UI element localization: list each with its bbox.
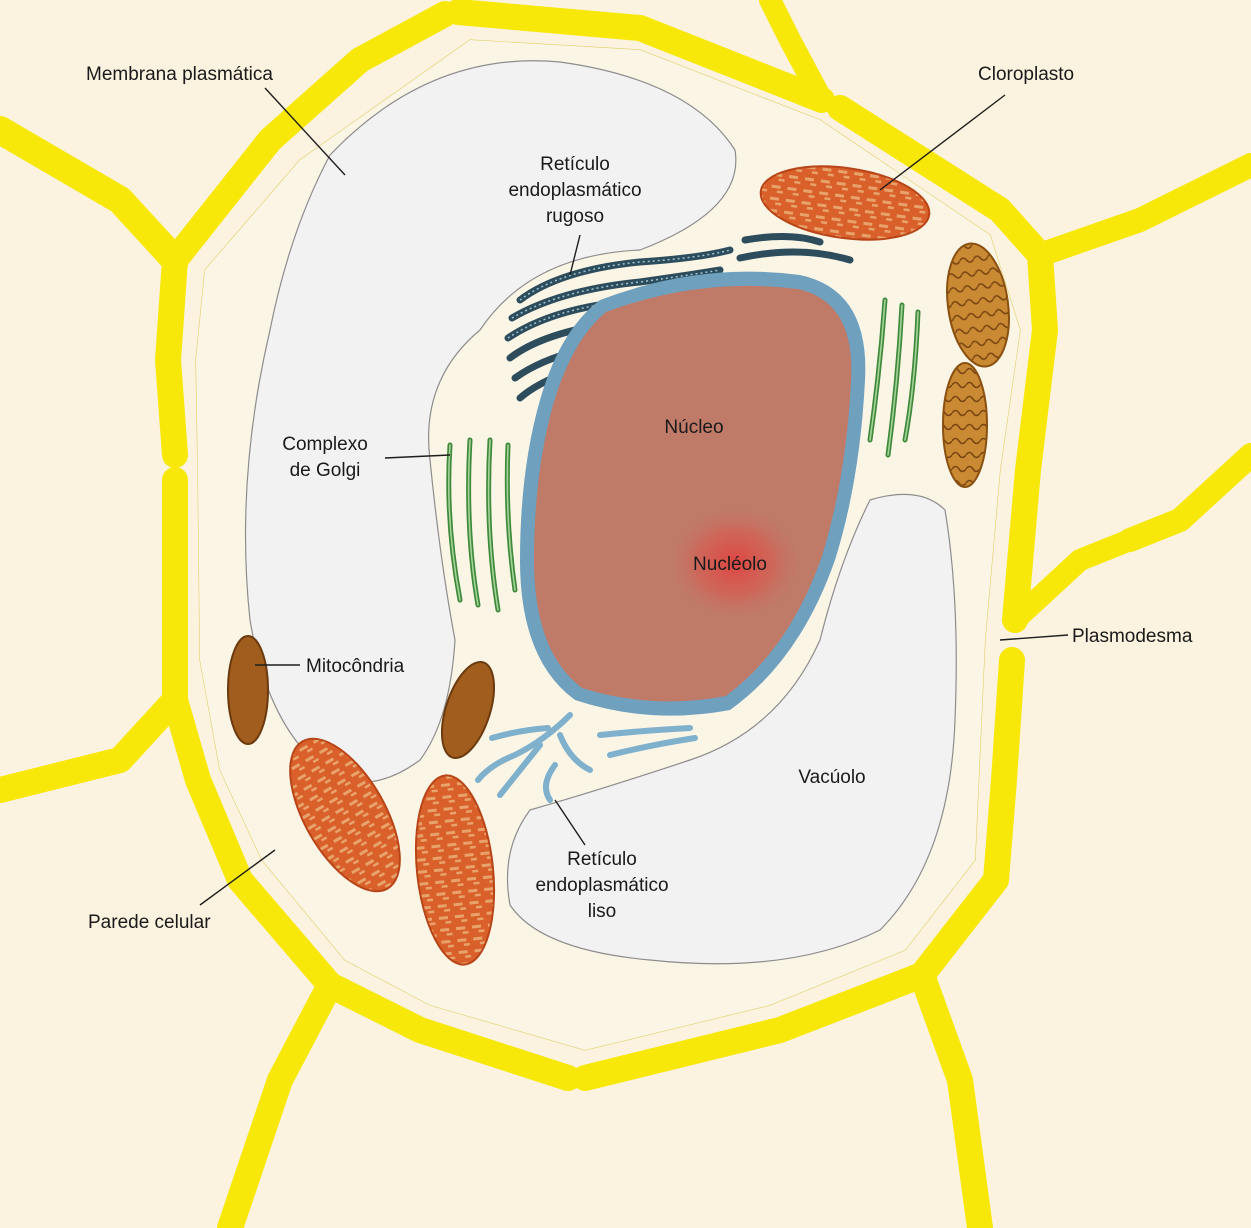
label-membrana-plasmatica: Membrana plasmática [86,64,273,85]
label-parede-celular: Parede celular [88,912,211,933]
label-reticulo-liso-2: endoplasmático [535,875,668,896]
label-reticulo-rugoso-2: endoplasmático [508,180,641,201]
label-reticulo-liso-3: liso [588,901,617,922]
label-mitocondria: Mitocôndria [306,656,405,677]
label-plasmodesma: Plasmodesma [1072,626,1193,647]
label-vacuolo: Vacúolo [798,767,865,788]
label-cloroplasto: Cloroplasto [978,64,1074,85]
mitochondrion [228,636,268,744]
label-reticulo-rugoso-3: rugoso [546,206,604,227]
label-reticulo-liso-1: Retículo [567,849,637,870]
label-reticulo-rugoso-1: Retículo [540,154,610,175]
label-nucleo: Núcleo [664,417,723,438]
label-golgi-2: de Golgi [290,460,361,481]
mitochondrion-4 [943,363,987,487]
label-golgi-1: Complexo [282,434,368,455]
label-nucleolo: Nucléolo [693,554,767,575]
